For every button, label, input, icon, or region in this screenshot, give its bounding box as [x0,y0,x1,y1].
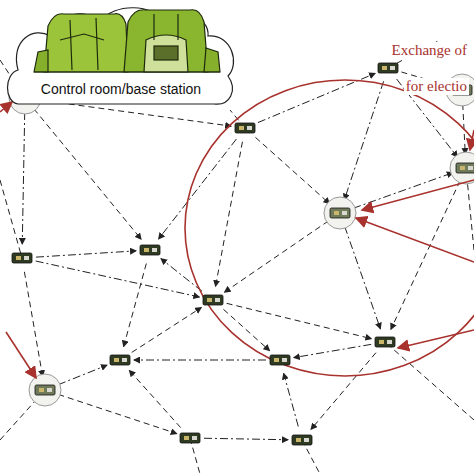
mesh-link [58,394,176,433]
sensor-chip [382,66,387,70]
sensor-chip [282,358,287,362]
mesh-link [24,272,42,376]
sensor-chip [296,438,301,442]
mesh-link [159,139,237,239]
node-text: Control room/base station [41,81,201,97]
sensor-board [235,123,255,133]
mesh-link [22,112,24,244]
mesh-link [227,303,372,338]
sensor-chip [24,256,29,260]
mesh-links [0,40,474,474]
sensor-chip [274,358,279,362]
cluster-head [450,152,474,184]
cluster-head [29,374,61,406]
sensor-chip [215,298,220,302]
mesh-link [311,353,376,430]
sensor-chip [16,256,21,260]
election-arrows [0,102,474,378]
region-note: for electio [404,78,469,95]
sensor-board [180,433,200,443]
mesh-link [216,142,243,286]
region-note: Exchange of [390,42,469,59]
sensor-chip [39,388,44,392]
sensor-chip [144,248,149,252]
mesh-link [0,180,22,258]
sensor-board [140,245,160,255]
sensor-board [110,355,130,365]
mesh-link [129,370,180,427]
sensor-board [330,208,350,218]
sensor-chip [468,166,473,170]
mesh-link [294,344,371,357]
cloud-shape [8,8,234,104]
sensor-chip [207,298,212,302]
mesh-link [134,360,266,361]
sensor-chip [460,166,465,170]
mesh-link [161,259,202,292]
mesh-link [34,109,141,239]
sensor-chip [192,436,197,440]
sensor-chip [304,438,309,442]
mesh-link [255,137,329,203]
sensor-chip [342,211,347,215]
mesh-link [36,251,136,257]
sensor-chip [184,436,189,440]
sensor-chip [114,358,119,362]
sensor-board [203,295,223,305]
sensor-board [378,63,398,73]
sensor-board [270,355,290,365]
sensor-board [12,253,32,263]
mesh-link [284,373,299,426]
sensor-chip [387,340,392,344]
sensor-board [456,163,474,173]
control-room-cloud: Control room/base station [4,0,238,114]
mesh-link [58,365,107,385]
mesh-link [36,261,200,297]
mesh-link [124,264,147,347]
sensor-chip [47,388,52,392]
sensor-board [292,435,312,445]
mesh-link [132,308,201,353]
mesh-link [204,438,288,440]
sensor-board [375,337,395,347]
mesh-link [225,221,329,292]
cluster-head [324,197,356,229]
sensor-board [35,385,55,395]
sensor-nodes [9,63,474,445]
sensor-chip [239,126,244,130]
sensor-chip [152,248,157,252]
mesh-link [345,226,381,329]
sensor-chip [390,66,395,70]
mesh-link [391,181,460,330]
election-region [185,80,474,376]
sensor-chip [247,126,252,130]
mesh-link [344,81,383,199]
tent-illustration [34,10,220,72]
sensor-chip [379,340,384,344]
sensor-chip [334,211,339,215]
sensor-chip [122,358,127,362]
